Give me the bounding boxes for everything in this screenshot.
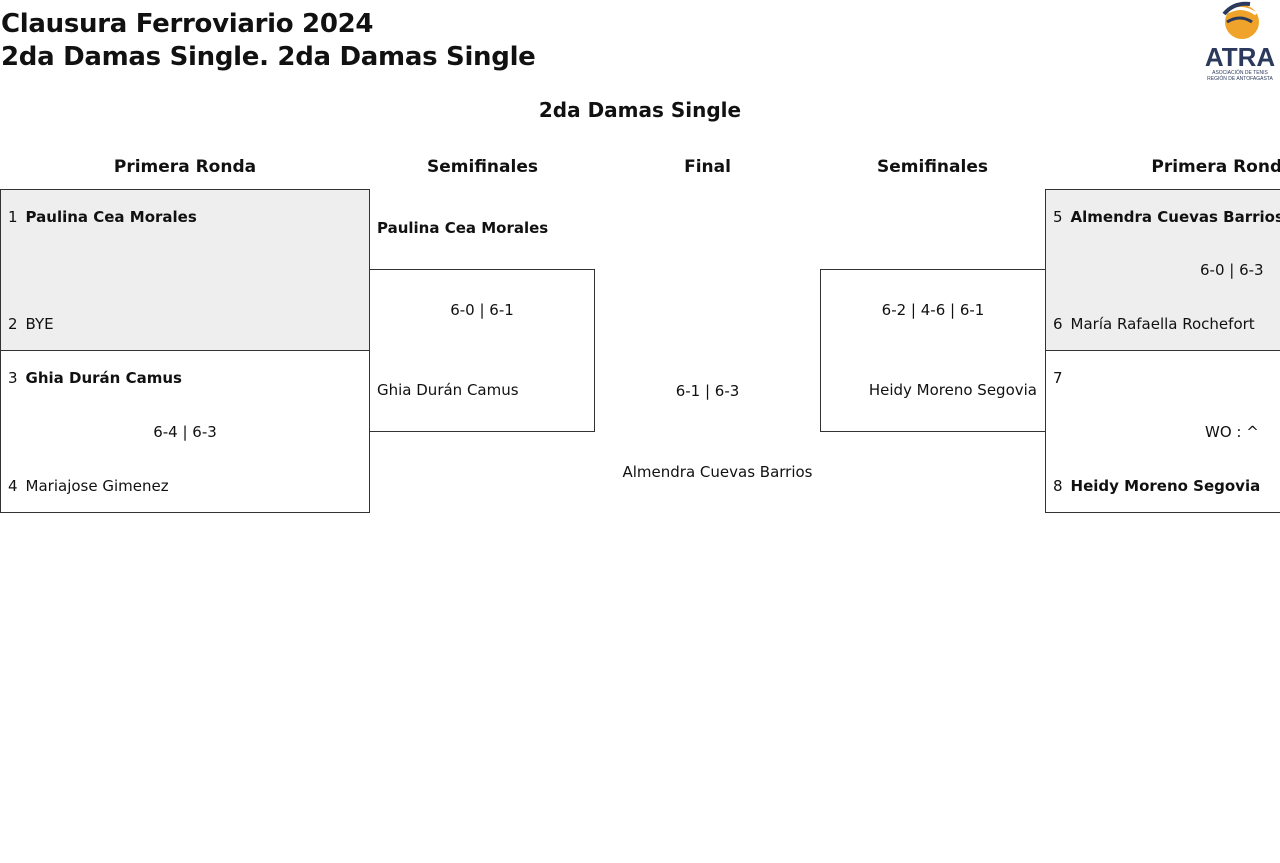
left-r1-m1-player2: 2 BYE <box>8 315 54 333</box>
final-score: 6-1 | 6-3 <box>675 382 740 400</box>
right-sf-player2[interactable]: Heidy Moreno Segovia <box>868 381 1037 399</box>
seed-number: 3 <box>8 369 18 387</box>
svg-text:ASOCIACIÓN DE TENIS: ASOCIACIÓN DE TENIS <box>1212 69 1268 76</box>
seed-number: 6 <box>1053 315 1063 333</box>
right-r1-match-2: 7 WO : ^ 8 Heidy Moreno Segovia <box>1045 350 1280 513</box>
player-name: Mariajose Gimenez <box>25 477 169 495</box>
player-name: Ghia Durán Camus <box>25 369 182 387</box>
right-r1-m2-player1: 7 <box>1053 369 1071 387</box>
player-name: Almendra Cuevas Barrios <box>1070 208 1280 226</box>
tournament-title: Clausura Ferroviario 2024 <box>1 9 374 39</box>
right-r1-match-1: 5 Almendra Cuevas Barrios 6-0 | 6-3 6 Marí… <box>1045 189 1280 351</box>
right-r1-m1-score: 6-0 | 6-3 <box>1200 261 1264 279</box>
seed-number: 8 <box>1053 477 1063 495</box>
seed-number: 1 <box>8 208 18 226</box>
left-r1-m1-player1[interactable]: 1 Paulina Cea Morales <box>8 208 197 226</box>
column-header-right-first-round: Primera Ronda <box>1151 157 1280 177</box>
column-header-left-first-round: Primera Ronda <box>113 157 257 177</box>
right-r1-m2-score: WO : ^ <box>1205 423 1259 441</box>
seed-number: 5 <box>1053 208 1063 226</box>
left-r1-match-2: 3 Ghia Durán Camus 6-4 | 6-3 4 Mariajose G… <box>0 350 370 513</box>
atra-logo: ATRA ASOCIACIÓN DE TENIS REGIÓN DE ANTOF… <box>1200 0 1280 84</box>
right-sf-score: 6-2 | 4-6 | 6-1 <box>881 301 985 319</box>
left-sf-player1[interactable]: Paulina Cea Morales <box>377 219 549 237</box>
logo-text: ATRA <box>1205 42 1276 72</box>
column-header-right-semifinals: Semifinales <box>877 157 988 177</box>
left-r1-m2-player2[interactable]: 4 Mariajose Gimenez <box>8 477 169 495</box>
left-sf-player2[interactable]: Ghia Durán Camus <box>377 381 519 399</box>
right-sf-match: 6-2 | 4-6 | 6-1 Heidy Moreno Segovia <box>820 269 1046 432</box>
seed-number: 2 <box>8 315 18 333</box>
player-name: Paulina Cea Morales <box>25 208 197 226</box>
left-r1-m2-score: 6-4 | 6-3 <box>153 423 217 441</box>
right-r1-m1-player1[interactable]: 5 Almendra Cuevas Barrios <box>1053 208 1280 226</box>
final-winner[interactable]: Almendra Cuevas Barrios <box>622 463 813 481</box>
seed-number: 7 <box>1053 369 1063 387</box>
category-subtitle: 2da Damas Single. 2da Damas Single <box>1 42 536 72</box>
player-name: Heidy Moreno Segovia <box>1070 477 1261 495</box>
column-header-left-semifinals: Semifinales <box>427 157 538 177</box>
left-r1-match-1: 1 Paulina Cea Morales 2 BYE <box>0 189 370 351</box>
bracket-title: 2da Damas Single <box>538 98 742 122</box>
right-r1-m1-player2[interactable]: 6 María Rafaella Rochefort <box>1053 315 1255 333</box>
svg-text:REGIÓN DE ANTOFAGASTA: REGIÓN DE ANTOFAGASTA <box>1207 75 1273 82</box>
left-sf-match: 6-0 | 6-1 Ghia Durán Camus <box>369 269 595 432</box>
player-name: BYE <box>25 315 54 333</box>
player-name: María Rafaella Rochefort <box>1070 315 1255 333</box>
seed-number: 4 <box>8 477 18 495</box>
left-r1-m2-player1[interactable]: 3 Ghia Durán Camus <box>8 369 182 387</box>
right-r1-m2-player2[interactable]: 8 Heidy Moreno Segovia <box>1053 477 1260 495</box>
column-header-final: Final <box>684 157 731 177</box>
left-sf-score: 6-0 | 6-1 <box>450 301 514 319</box>
